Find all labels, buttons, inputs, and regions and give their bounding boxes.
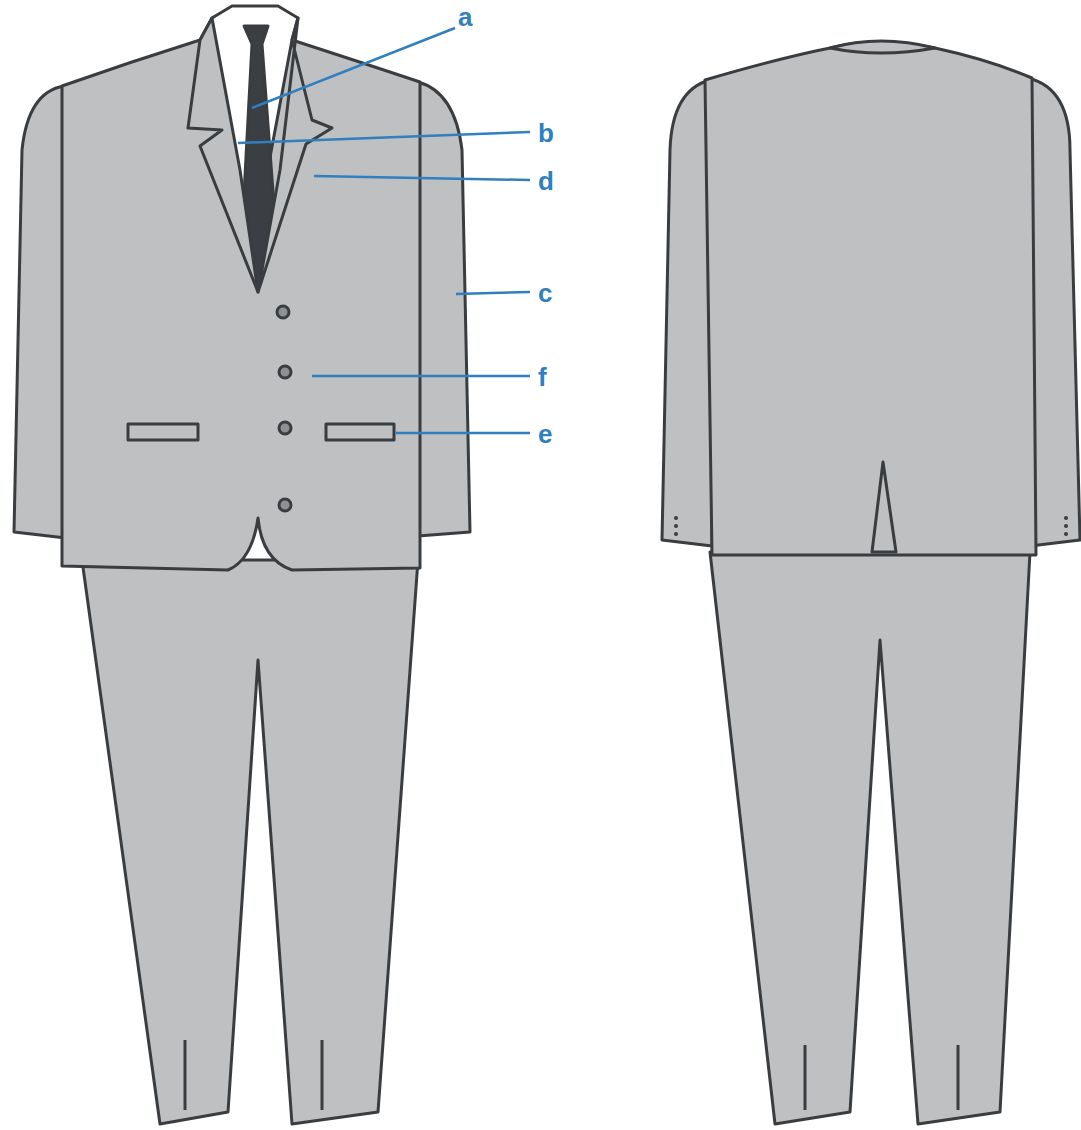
trousers-back <box>710 552 1030 1124</box>
callout-letter: a <box>458 4 472 30</box>
lapel-left <box>188 18 258 292</box>
cuff-button <box>1064 532 1068 536</box>
sleeve-left <box>14 86 68 538</box>
cuff-button <box>674 524 678 528</box>
trouser-crease <box>957 1045 960 1110</box>
sleeve-back-left <box>662 80 712 546</box>
cuff-button <box>1064 524 1068 528</box>
sleeve-right <box>416 82 470 536</box>
trouser-crease <box>804 1045 807 1110</box>
leader-line <box>238 132 530 143</box>
trousers-front <box>82 560 418 1124</box>
cuff-button <box>1064 516 1068 520</box>
back-vent <box>872 462 896 552</box>
leader-line <box>456 292 530 294</box>
leader-line <box>312 375 530 378</box>
leader-line <box>314 176 530 180</box>
trouser-crease <box>184 1040 187 1110</box>
pocket-flap <box>128 424 198 440</box>
callout-letter: b <box>538 120 554 146</box>
callout-letter: d <box>538 168 554 194</box>
callout-letter: f <box>538 364 547 390</box>
callout-letter: c <box>538 280 552 306</box>
jacket-back <box>705 42 1036 555</box>
cuff-button <box>674 532 678 536</box>
button <box>279 366 291 378</box>
back-collar <box>830 41 935 53</box>
button <box>277 306 289 318</box>
trouser-crease <box>321 1040 324 1110</box>
leader-line <box>252 28 455 108</box>
button <box>279 422 291 434</box>
button <box>279 499 291 511</box>
leader-line <box>396 432 530 435</box>
pocket-flap <box>326 424 394 440</box>
callout-letter: e <box>538 421 552 447</box>
lapel-right <box>258 18 332 292</box>
cuff-button <box>674 516 678 520</box>
